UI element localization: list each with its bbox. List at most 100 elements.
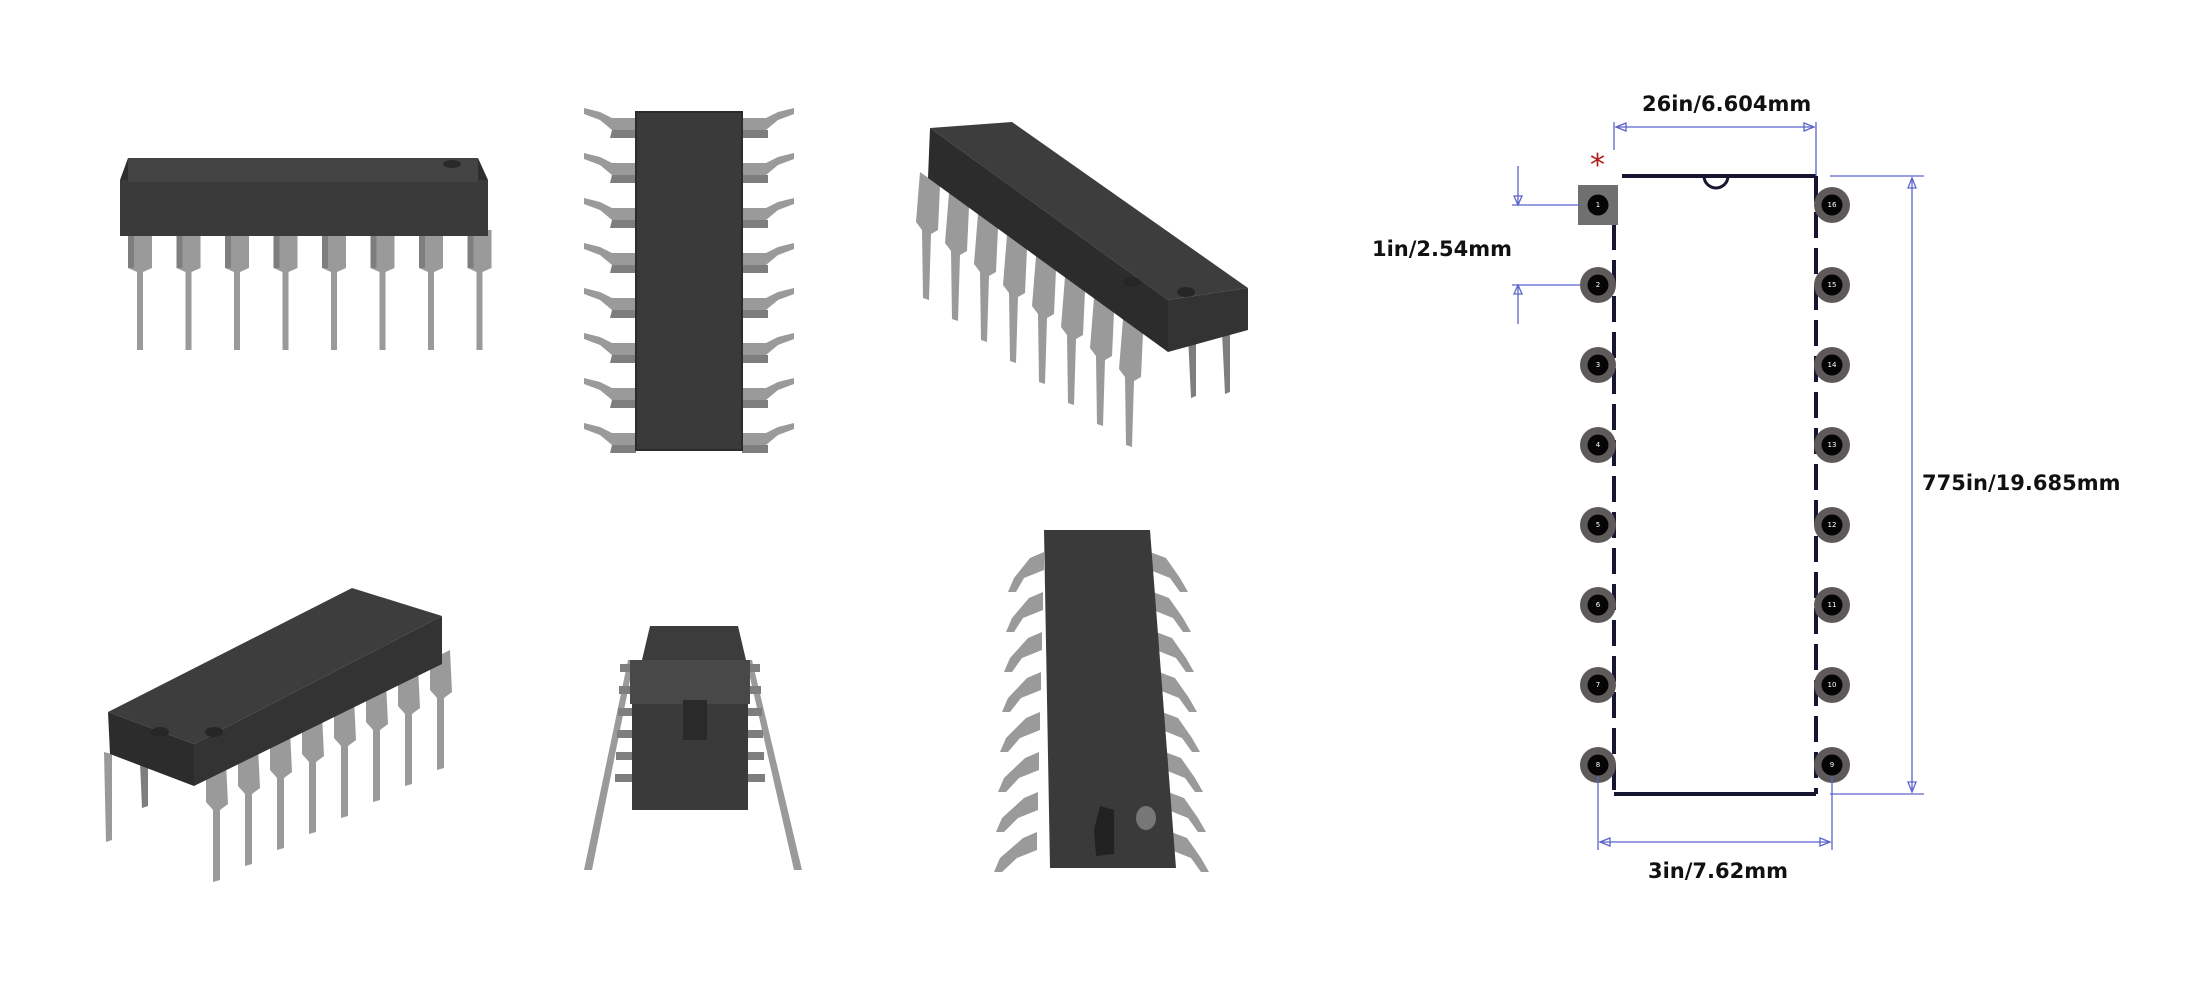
pin-number: 12 bbox=[1828, 521, 1837, 529]
lead-side bbox=[748, 730, 763, 738]
lead-left bbox=[994, 832, 1037, 872]
lead-shade bbox=[225, 230, 231, 268]
lead-right bbox=[742, 333, 794, 355]
lead-back bbox=[104, 752, 112, 842]
lead-left bbox=[998, 752, 1039, 792]
lead-shade bbox=[128, 230, 134, 268]
lead-shade bbox=[742, 175, 768, 183]
lead-shade bbox=[742, 310, 768, 318]
lead-left bbox=[1002, 672, 1041, 712]
lead bbox=[334, 698, 356, 818]
lead-shade bbox=[322, 230, 328, 268]
pad-hole bbox=[1587, 274, 1609, 296]
lead-side bbox=[748, 664, 760, 672]
lead bbox=[206, 762, 228, 882]
pin-number: 4 bbox=[1596, 441, 1601, 449]
lead-left bbox=[584, 243, 636, 265]
lead-left bbox=[1004, 632, 1042, 672]
lead-side bbox=[748, 752, 764, 760]
dim-pitch-label: 1in/2.54mm bbox=[1372, 237, 1512, 261]
pin-number: 9 bbox=[1830, 761, 1834, 769]
front-view bbox=[120, 158, 492, 350]
pad-hole bbox=[1587, 514, 1609, 536]
pin-number: 2 bbox=[1596, 281, 1600, 289]
pad-2: 2 bbox=[1580, 267, 1616, 303]
lead-side bbox=[615, 774, 632, 782]
lead bbox=[238, 746, 260, 866]
pad-hole bbox=[1587, 754, 1609, 776]
pin-number: 3 bbox=[1596, 361, 1600, 369]
lead-left bbox=[584, 378, 636, 400]
lead-shade bbox=[273, 230, 280, 268]
lead-right bbox=[1168, 792, 1206, 832]
lead-side bbox=[620, 664, 632, 672]
pad-4: 4 bbox=[1580, 427, 1616, 463]
pad-14: 14 bbox=[1814, 347, 1850, 383]
lead-shade bbox=[610, 400, 636, 408]
pad-8: 8 bbox=[1580, 747, 1616, 783]
lead-left bbox=[584, 153, 636, 175]
lead-right bbox=[1165, 752, 1203, 792]
pad-hole bbox=[1587, 674, 1609, 696]
lead-right bbox=[742, 243, 794, 265]
lead bbox=[1032, 256, 1056, 384]
lead bbox=[270, 730, 292, 850]
lead-back bbox=[1222, 332, 1230, 394]
lead-left bbox=[584, 108, 636, 130]
top-view bbox=[584, 108, 794, 453]
lead-right bbox=[742, 108, 794, 130]
lead bbox=[1090, 298, 1114, 426]
lead-shade bbox=[742, 355, 768, 363]
lead bbox=[1003, 235, 1027, 363]
pad-9: 9 bbox=[1814, 747, 1850, 783]
lead-side bbox=[748, 774, 765, 782]
pad-10: 10 bbox=[1814, 667, 1850, 703]
pin-number: 11 bbox=[1828, 601, 1837, 609]
lead-side bbox=[748, 686, 761, 694]
pad-hole bbox=[1587, 434, 1609, 456]
pad-hole bbox=[1821, 274, 1843, 296]
lead-left bbox=[584, 423, 636, 445]
lead-shade bbox=[610, 355, 636, 363]
pad-hole bbox=[1821, 514, 1843, 536]
lead-left bbox=[1006, 592, 1043, 632]
lead-shade bbox=[610, 220, 636, 228]
lead-shade bbox=[610, 310, 636, 318]
pin-number: 7 bbox=[1596, 681, 1600, 689]
lead-shade bbox=[370, 230, 377, 268]
pin-number: 14 bbox=[1828, 361, 1837, 369]
lead-shade bbox=[610, 175, 636, 183]
lead-side bbox=[619, 686, 632, 694]
dim-row-spacing-label: 3in/7.62mm bbox=[1648, 859, 1788, 883]
lead-right bbox=[742, 288, 794, 310]
lead-right bbox=[1159, 672, 1197, 712]
lead bbox=[366, 682, 388, 802]
bottom-view bbox=[994, 530, 1209, 872]
lead-right bbox=[1162, 712, 1200, 752]
pin1-notch bbox=[1702, 175, 1730, 190]
pad-hole bbox=[1821, 434, 1843, 456]
dim-length-label: 775in/19.685mm bbox=[1922, 471, 2120, 495]
pad-16: 16 bbox=[1814, 187, 1850, 223]
lead bbox=[945, 193, 969, 321]
lead-left bbox=[1008, 552, 1044, 592]
pin1-marker: * bbox=[1590, 148, 1605, 183]
lead bbox=[302, 714, 324, 834]
pad-3: 3 bbox=[1580, 347, 1616, 383]
pin-number: 5 bbox=[1596, 521, 1600, 529]
dim-row-spacing bbox=[1597, 776, 1833, 850]
lead-right bbox=[742, 198, 794, 220]
lead-left bbox=[1000, 712, 1040, 752]
pad-7: 7 bbox=[1580, 667, 1616, 703]
lead bbox=[1061, 277, 1085, 405]
dim-width bbox=[1613, 122, 1817, 176]
lead-side bbox=[618, 708, 632, 716]
lead-right bbox=[1156, 632, 1194, 672]
pad-13: 13 bbox=[1814, 427, 1850, 463]
lead-right bbox=[742, 378, 794, 400]
lead bbox=[916, 172, 940, 300]
pad-hole bbox=[1587, 194, 1609, 216]
lead-left bbox=[584, 333, 636, 355]
